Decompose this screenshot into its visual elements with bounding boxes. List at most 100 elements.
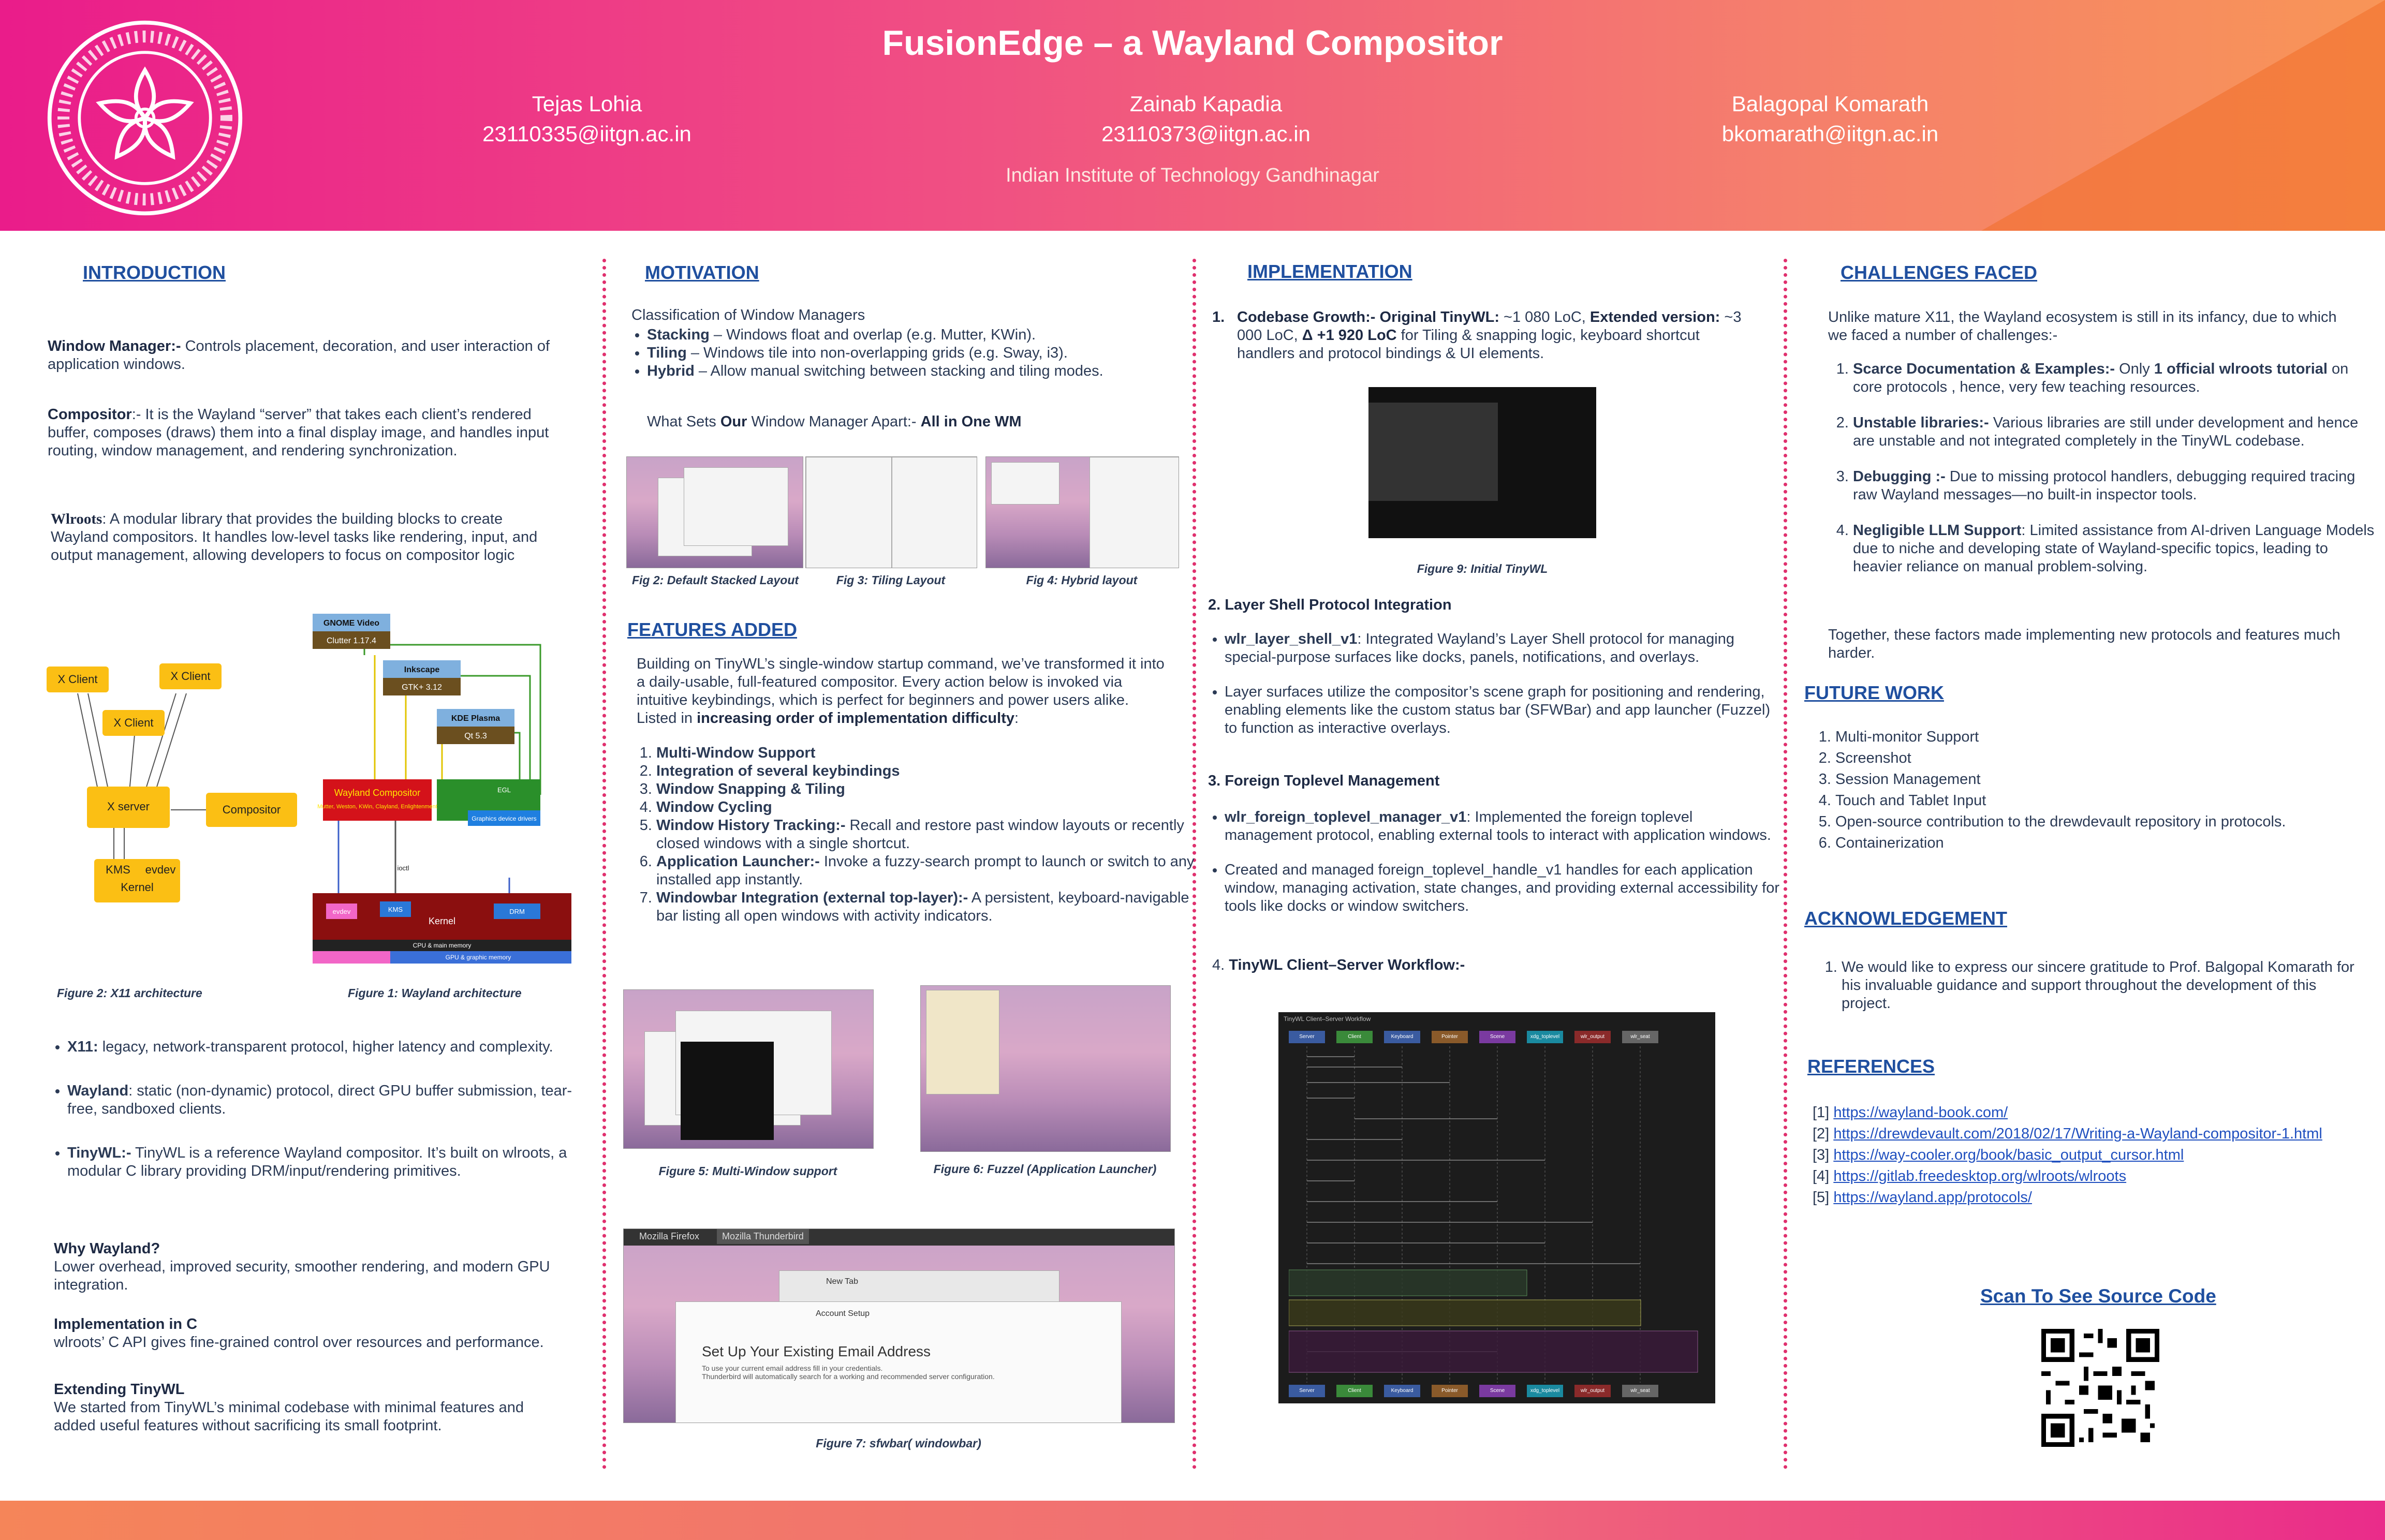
workflow-title: 4. TinyWL Client–Server Workflow:-	[1212, 957, 1465, 973]
wl-kde-sub: Qt 5.3	[464, 732, 487, 741]
workflow-actor-row: Server Client Keyboard Pointer Scene xdg…	[1289, 1031, 1708, 1046]
fuzzel-launcher-screenshot	[920, 985, 1171, 1152]
author-1: Tejas Lohia 23110335@iitgn.ac.in	[354, 89, 820, 149]
reference-link[interactable]: https://wayland-book.com/	[1833, 1104, 2008, 1121]
x11-client-label: X Client	[57, 673, 97, 686]
list-item: Created and managed foreign_toplevel_han…	[1225, 861, 1780, 915]
x11-server-label: X server	[107, 800, 150, 813]
list-item: Multi-Window Support	[656, 744, 1200, 762]
intro-bullets: X11: legacy, network-transparent protoco…	[36, 1038, 575, 1180]
figure-caption: Fig 3: Tiling Layout	[836, 573, 946, 587]
reference-link[interactable]: https://wayland.app/protocols/	[1833, 1189, 2032, 1206]
reference-link[interactable]: https://gitlab.freedesktop.org/wlroots/w…	[1833, 1168, 2127, 1184]
list-item: Touch and Tablet Input	[1835, 790, 2374, 811]
qr-code-icon[interactable]	[2041, 1329, 2159, 1447]
list-item: Window Cycling	[656, 798, 1200, 817]
features-list: Multi-Window Support Integration of seve…	[626, 744, 1200, 925]
list-item: Scarce Documentation & Examples:- Only 1…	[1853, 360, 2376, 396]
dialog-heading: Set Up Your Existing Email Address	[702, 1343, 931, 1359]
list-item: Wayland: static (non-dynamic) protocol, …	[67, 1082, 575, 1118]
wl-kernel-label: Kernel	[429, 916, 455, 926]
windowbar-item-thunderbird[interactable]: Mozilla Thunderbird	[717, 1229, 809, 1244]
windowbar-item-firefox[interactable]: Mozilla Firefox	[639, 1231, 700, 1241]
x11-compositor-label: Compositor	[223, 803, 281, 816]
workflow-lifelines	[1289, 1046, 1698, 1383]
initial-tinywl-screenshot	[1368, 387, 1596, 538]
column-divider	[602, 259, 606, 1470]
wl-evdev-label: evdev	[333, 908, 351, 915]
author-2: Zainab Kapadia 23110373@iitgn.ac.in	[973, 89, 1439, 149]
figure-caption: Figure 5: Multi-Window support	[658, 1164, 837, 1178]
layer-shell-title: 2. Layer Shell Protocol Integration	[1208, 597, 1452, 613]
windowbar: Mozilla Firefox Mozilla Thunderbird	[624, 1229, 1174, 1246]
x11-kernel-label: Kernel	[121, 881, 154, 894]
list-item: wlr_layer_shell_v1: Integrated Wayland’s…	[1225, 630, 1780, 667]
acknowledgement-heading: ACKNOWLEDGEMENT	[1804, 908, 2007, 929]
list-item: wlr_foreign_toplevel_manager_v1: Impleme…	[1225, 808, 1780, 845]
wl-inkscape-label: Inkscape	[404, 665, 440, 674]
motivation-intro: Classification of Window Managers	[631, 307, 865, 323]
intro-window-manager: Window Manager:- Controls placement, dec…	[48, 338, 550, 373]
reference-item: [2] https://drewdevault.com/2018/02/17/W…	[1813, 1126, 2322, 1142]
references-heading: REFERENCES	[1807, 1056, 1935, 1077]
codebase-growth: Codebase Growth:- Original TinyWL: ~1 08…	[1237, 309, 1742, 362]
why-wayland: Why Wayland?Lower overhead, improved sec…	[54, 1240, 550, 1293]
list-item: Screenshot	[1835, 748, 2374, 769]
author-email: 23110335@iitgn.ac.in	[482, 122, 691, 146]
list-item: Stacking – Windows float and overlap (e.…	[647, 326, 1196, 344]
figure-caption: Fig 4: Hybrid layout	[1026, 573, 1138, 587]
list-item: Window Snapping & Tiling	[656, 780, 1200, 798]
wm-apart: What Sets Our Window Manager Apart:- All…	[647, 413, 1022, 430]
implementation-heading: IMPLEMENTATION	[1247, 261, 1412, 282]
wl-compositor-label: Wayland Compositor	[334, 788, 420, 798]
author-name: Balagopal Komarath	[1731, 92, 1929, 116]
motivation-heading: MOTIVATION	[645, 262, 759, 283]
header-decoration	[1981, 0, 2385, 231]
author-name: Tejas Lohia	[532, 92, 642, 116]
list-item: Window History Tracking:- Recall and res…	[656, 817, 1200, 853]
reference-link[interactable]: https://way-cooler.org/book/basic_output…	[1833, 1147, 2184, 1163]
author-3: Balagopal Komarath bkomarath@iitgn.ac.in	[1597, 89, 2063, 149]
x11-client-label: X Client	[113, 716, 153, 729]
list-item: Negligible LLM Support: Limited assistan…	[1853, 522, 2376, 576]
browser-tab: New Tab	[826, 1277, 858, 1286]
wl-kde-label: KDE Plasma	[451, 714, 500, 723]
x11-evdev-label: evdev	[145, 863, 176, 876]
poster-header: FusionEdge – a Wayland Compositor Tejas …	[0, 0, 2385, 231]
poster-title: FusionEdge – a Wayland Compositor	[882, 23, 1503, 63]
reference-item: [1] https://wayland-book.com/	[1813, 1104, 2008, 1121]
reference-link[interactable]: https://drewdevault.com/2018/02/17/Writi…	[1833, 1126, 2322, 1142]
workflow-actor-row-bottom: Server Client Keyboard Pointer Scene xdg…	[1289, 1385, 1708, 1400]
list-item: Hybrid – Allow manual switching between …	[647, 362, 1196, 380]
author-email: 23110373@iitgn.ac.in	[1101, 122, 1311, 146]
multi-window-screenshot	[623, 989, 874, 1149]
list-item: X11: legacy, network-transparent protoco…	[67, 1038, 575, 1056]
figure-caption: Figure 9: Initial TinyWL	[1417, 562, 1548, 575]
column-divider	[1192, 259, 1196, 1470]
x11-client-label: X Client	[170, 670, 210, 683]
figure-caption: Figure 7: sfwbar( windowbar)	[816, 1437, 981, 1450]
figure-caption: Fig 2: Default Stacked Layout	[631, 573, 799, 587]
column-divider	[1784, 259, 1787, 1470]
workflow-diagram: TinyWL Client–Server Workflow Server Cli…	[1278, 1012, 1715, 1403]
list-item: Windowbar Integration (external top-laye…	[656, 889, 1200, 925]
list-item: Session Management	[1835, 769, 2374, 790]
x11-kms-label: KMS	[106, 863, 130, 876]
features-intro: Building on TinyWL’s single-window start…	[637, 656, 1165, 727]
intro-wlroots: Wlroots: A modular library that provides…	[51, 511, 538, 564]
figure-caption: Figure 1: Wayland architecture	[348, 986, 522, 1000]
institute-name: Indian Institute of Technology Gandhinag…	[1006, 165, 1379, 186]
wayland-architecture-diagram: GNOME Video Clutter 1.17.4 Inkscape GTK+…	[313, 614, 571, 964]
list-item: Integration of several keybindings	[656, 762, 1200, 780]
future-work-heading: FUTURE WORK	[1804, 682, 1944, 703]
wl-kms-label: KMS	[388, 906, 403, 913]
wl-drm-label: DRM	[509, 908, 525, 915]
list-item: Containerization	[1835, 833, 2374, 854]
list-item: TinyWL:- TinyWL is a reference Wayland c…	[67, 1144, 575, 1180]
scan-label: Scan To See Source Code	[1980, 1285, 2216, 1307]
challenges-outro: Together, these factors made implementin…	[1828, 627, 2340, 661]
reference-item: [4] https://gitlab.freedesktop.org/wlroo…	[1813, 1168, 2127, 1184]
list-item: Layer surfaces utilize the compositor’s …	[1225, 683, 1780, 737]
